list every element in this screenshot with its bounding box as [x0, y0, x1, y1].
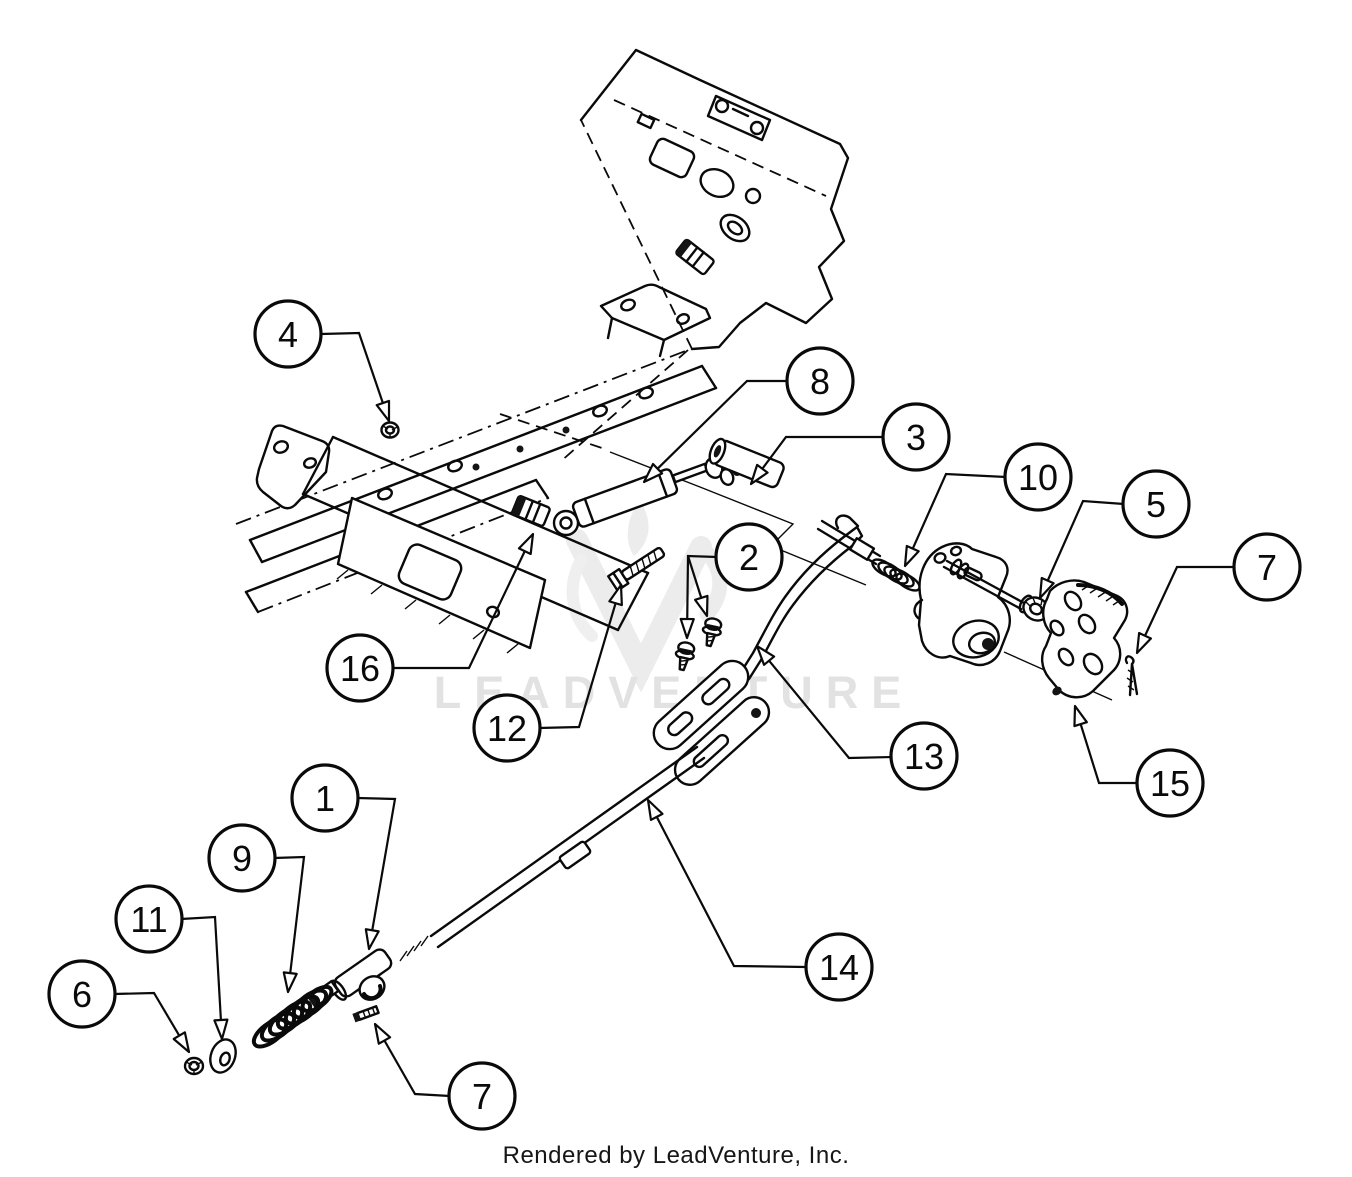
callout-9: 9 [207, 823, 306, 994]
sector-plate-drawing [1041, 579, 1139, 699]
callout-7: 7 [373, 1022, 517, 1131]
callout-number-3: 3 [906, 417, 926, 458]
spring-9 [251, 984, 334, 1049]
callout-7: 7 [1135, 532, 1302, 655]
hex-bolt-12 [607, 546, 666, 592]
trunnion-1 [329, 948, 393, 1001]
set-screw-7 [352, 1005, 380, 1023]
spacer-tube-3 [708, 437, 785, 489]
callout-number-7: 7 [472, 1076, 492, 1117]
callout-number-13: 13 [904, 736, 944, 777]
callout-16: 16 [325, 532, 535, 703]
callout-6: 6 [47, 959, 191, 1054]
screw-2a [674, 641, 696, 672]
callout-14: 14 [646, 798, 874, 1002]
callout-number-16: 16 [340, 648, 380, 689]
callout-number-9: 9 [232, 838, 252, 879]
callout-number-12: 12 [487, 708, 527, 749]
callout-8: 8 [642, 346, 855, 484]
callout-13: 13 [755, 644, 959, 791]
callout-number-1: 1 [315, 778, 335, 819]
callout-3: 3 [749, 402, 951, 486]
washer-11 [209, 1038, 237, 1074]
callout-number-15: 15 [1150, 763, 1190, 804]
callout-15: 15 [1073, 704, 1205, 818]
callout-layer: 4 8 3 10 5 7 2 16 12 13 15 1 9 11 6 14 7 [47, 299, 1302, 1131]
frame-drawing [235, 283, 718, 654]
callout-number-11: 11 [130, 899, 167, 940]
callout-11: 11 [114, 884, 229, 1041]
spring-10 [871, 558, 921, 592]
callout-2: 2 [679, 522, 784, 640]
callout-number-2: 2 [739, 537, 759, 578]
callout-4: 4 [253, 299, 391, 423]
spacer-16 [511, 495, 551, 527]
leadventure-watermark-logo [566, 500, 728, 693]
callout-5: 5 [1038, 469, 1191, 600]
callout-number-8: 8 [810, 361, 830, 402]
nut-6 [183, 1056, 205, 1076]
callout-number-5: 5 [1146, 484, 1166, 525]
screw-2b [701, 617, 723, 648]
callout-10: 10 [903, 442, 1073, 568]
footer-credit: Rendered by LeadVenture, Inc. [502, 1142, 850, 1169]
flange-nut-4 [380, 421, 400, 439]
callout-number-6: 6 [72, 974, 92, 1015]
dash-panel-drawing [499, 48, 850, 463]
rod-assembly-drawing [183, 525, 864, 1076]
cotter-pin-7 [1124, 655, 1139, 697]
callout-number-10: 10 [1018, 457, 1058, 498]
callout-number-14: 14 [819, 947, 859, 988]
bracket-assembly-drawing [816, 514, 1113, 701]
callout-number-4: 4 [278, 314, 298, 355]
link-parts-drawing [511, 437, 867, 672]
callout-12: 12 [472, 583, 623, 763]
callout-1: 1 [290, 763, 397, 951]
callout-number-7: 7 [1257, 547, 1277, 588]
